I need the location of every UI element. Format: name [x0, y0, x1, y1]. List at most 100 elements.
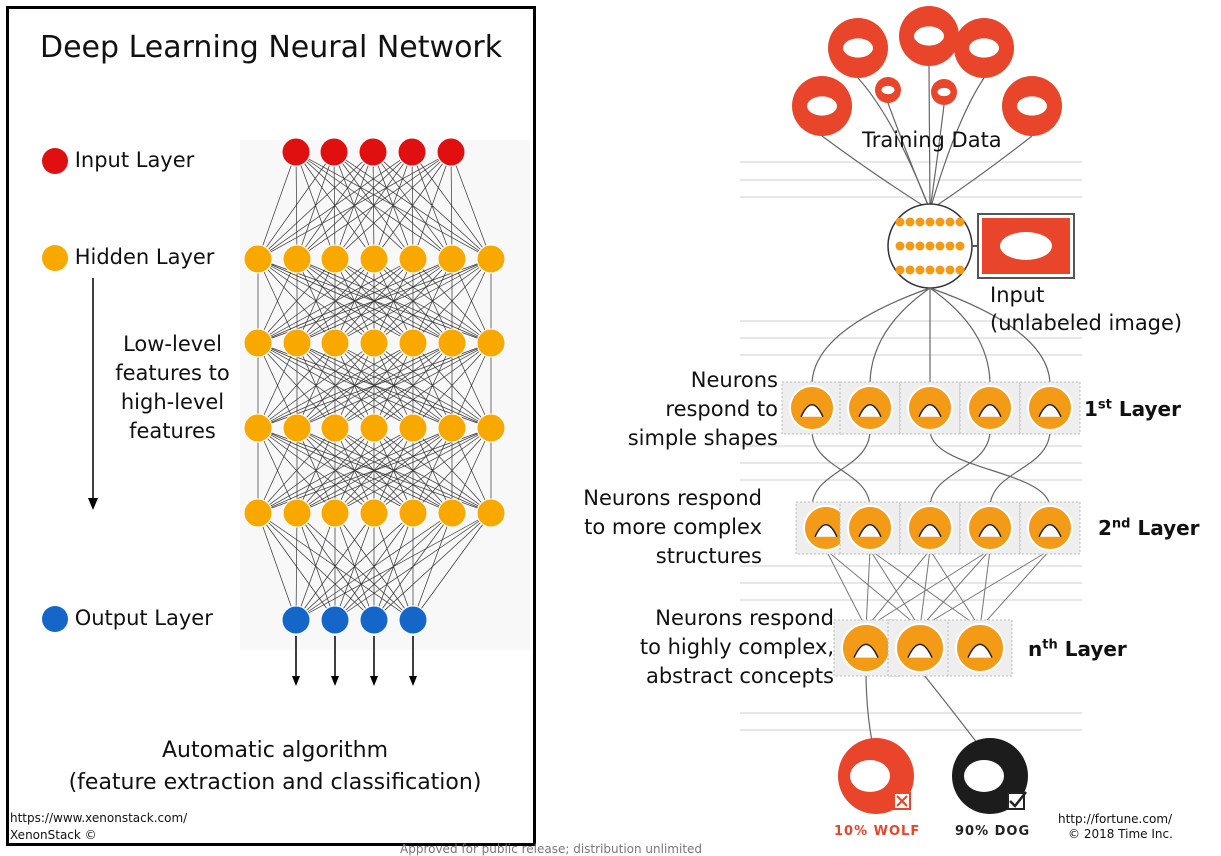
neuron — [243, 244, 273, 274]
connection-line — [295, 512, 453, 621]
output-arrowhead — [331, 676, 339, 686]
source-credit: XenonStack © — [10, 828, 97, 842]
neuron — [359, 498, 389, 528]
layer1-description: Neurons respond to simple shapes — [560, 366, 778, 453]
connection-line — [373, 258, 492, 344]
connection-line — [295, 512, 414, 621]
neuron — [397, 137, 427, 167]
layer1-label: 1st Layer — [1084, 397, 1181, 421]
arrow-caption-line: high-level — [120, 390, 225, 414]
sphere-neuron — [905, 265, 915, 275]
sphere-neuron — [935, 241, 945, 251]
legend-output-label: Output Layer — [74, 606, 213, 630]
neuron — [359, 413, 389, 443]
layern-word: Layer — [1057, 637, 1127, 661]
training-data-label: Training Data — [862, 128, 1002, 152]
layer-link — [865, 549, 931, 629]
neuron — [398, 244, 428, 274]
desc-line: simple shapes — [627, 426, 778, 450]
sphere-neuron — [945, 265, 955, 275]
sphere-neuron — [915, 217, 925, 227]
neuron — [243, 413, 273, 443]
dog-head-icon — [964, 760, 1004, 792]
connection-line — [257, 258, 336, 344]
sphere-neuron — [945, 217, 955, 227]
connection-line — [296, 342, 492, 429]
output-arrowhead — [370, 676, 378, 686]
connection-line — [296, 151, 452, 260]
sphere-neuron — [905, 241, 915, 251]
connection-line — [296, 258, 492, 344]
layer2-word: Layer — [1130, 516, 1200, 540]
animal-silhouette-icon — [881, 85, 895, 95]
neuron — [320, 498, 350, 528]
feature-shape-icon — [858, 403, 882, 418]
neuron — [358, 137, 388, 167]
desc-line: abstract concepts — [645, 664, 834, 688]
neuron — [437, 244, 467, 274]
layern-description: Neurons respond to highly complex, abstr… — [600, 604, 834, 691]
footer-release: Approved for public release; distributio… — [400, 842, 703, 856]
connection-line — [257, 342, 453, 429]
sphere-neuron — [895, 265, 905, 275]
connection-line — [257, 342, 375, 429]
training-link — [929, 77, 985, 211]
neuron — [320, 413, 350, 443]
dog-photo-icon — [1000, 232, 1052, 260]
legend-hidden-label: Hidden Layer — [74, 245, 215, 269]
connection-line — [295, 151, 298, 260]
layer-link — [811, 429, 871, 509]
neuron — [437, 498, 467, 528]
layer2-label: 2nd Layer — [1098, 516, 1200, 540]
wolf-result: 10% WOLF — [834, 824, 921, 839]
feature-arrowhead — [88, 498, 98, 510]
animal-silhouette-icon — [807, 96, 837, 116]
neuron — [437, 413, 467, 443]
input-sublabel: (unlabeled image) — [990, 311, 1183, 335]
check-mark-icon — [1009, 791, 1027, 808]
cross-mark-icon — [896, 795, 908, 807]
layer-link — [919, 549, 1051, 629]
layer-link — [865, 549, 991, 629]
neuron — [398, 413, 428, 443]
output-arrowhead — [292, 676, 300, 686]
arrow-caption-line: Low-level — [123, 332, 222, 356]
layer-link — [811, 287, 931, 386]
connection-line — [257, 151, 335, 260]
animal-silhouette-icon — [969, 38, 999, 58]
neuron — [436, 137, 466, 167]
layer-link — [919, 549, 991, 629]
sphere-neuron — [935, 265, 945, 275]
source-url: https://www.xenonstack.com/ — [10, 811, 188, 825]
feature-shape-icon — [918, 403, 942, 418]
legend-hidden: Hidden Layer — [42, 245, 214, 271]
connection-line — [451, 342, 492, 429]
neuron — [476, 498, 506, 528]
feature-shape-icon — [1038, 403, 1062, 418]
neuron — [476, 328, 506, 358]
layer-link — [811, 429, 871, 509]
neuron — [398, 605, 428, 635]
connection-line — [257, 342, 336, 429]
connection-line — [296, 427, 492, 514]
output-arrowhead — [409, 676, 417, 686]
connection-line — [412, 151, 452, 260]
connection-line — [373, 342, 492, 429]
connection-line — [295, 512, 298, 621]
feature-shape-icon — [814, 523, 838, 538]
sphere-neuron — [915, 265, 925, 275]
neuron — [243, 328, 273, 358]
neuron — [359, 328, 389, 358]
sphere-neuron — [905, 217, 915, 227]
connection-line — [257, 151, 297, 260]
neuron — [437, 328, 467, 358]
desc-line: respond to — [665, 397, 778, 421]
neuron — [359, 244, 389, 274]
feature-shape-icon — [907, 643, 933, 658]
desc-line: to highly complex, — [639, 635, 834, 659]
credit-copyright: © 2018 Time Inc. — [1068, 827, 1173, 841]
caption-line1: Automatic algorithm — [162, 738, 388, 763]
connection-line — [257, 258, 414, 344]
neuron — [359, 605, 389, 635]
layern-num: n — [1028, 637, 1043, 661]
